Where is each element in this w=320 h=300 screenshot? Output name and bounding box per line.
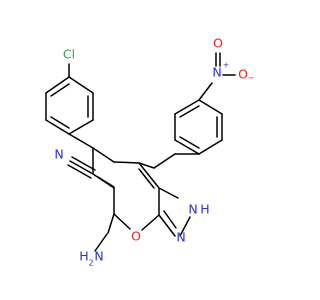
amino-bond bbox=[94, 213, 115, 252]
nitro-oxygen-right-label: O bbox=[238, 67, 248, 82]
amino-subscript-2: 2 bbox=[88, 259, 93, 268]
amino-nitrogen-label: N bbox=[94, 249, 103, 264]
nitro-nitrogen-charge: + bbox=[223, 61, 230, 70]
pyranopyrazole-core bbox=[92, 147, 191, 237]
nitro-oxygen-charge: − bbox=[248, 74, 255, 83]
pyrazole-nh-hydrogen-label: H bbox=[200, 202, 209, 217]
nitro-group bbox=[215, 52, 236, 76]
nitrophenyl-ring bbox=[153, 82, 223, 169]
nitrile-bond bbox=[67, 156, 96, 179]
pyrazole-nh-nitrogen-label: N bbox=[188, 202, 197, 217]
molecule-drawing: Cl N + O O − N N N H O H 2 N bbox=[45, 36, 255, 268]
pyrazole-nitrogen-label: N bbox=[176, 230, 185, 245]
ring-oxygen-label: O bbox=[131, 229, 141, 244]
amino-hydrogen-label: H bbox=[79, 249, 88, 264]
structure-canvas: Cl N + O O − N N N H O H 2 N bbox=[45, 35, 255, 268]
nitro-oxygen-top-label: O bbox=[213, 36, 223, 51]
chlorine-label: Cl bbox=[63, 47, 75, 62]
nitrile-nitrogen-label: N bbox=[54, 147, 63, 162]
chlorophenyl-ring bbox=[45, 63, 94, 149]
nitro-nitrogen-label: N bbox=[212, 65, 221, 80]
